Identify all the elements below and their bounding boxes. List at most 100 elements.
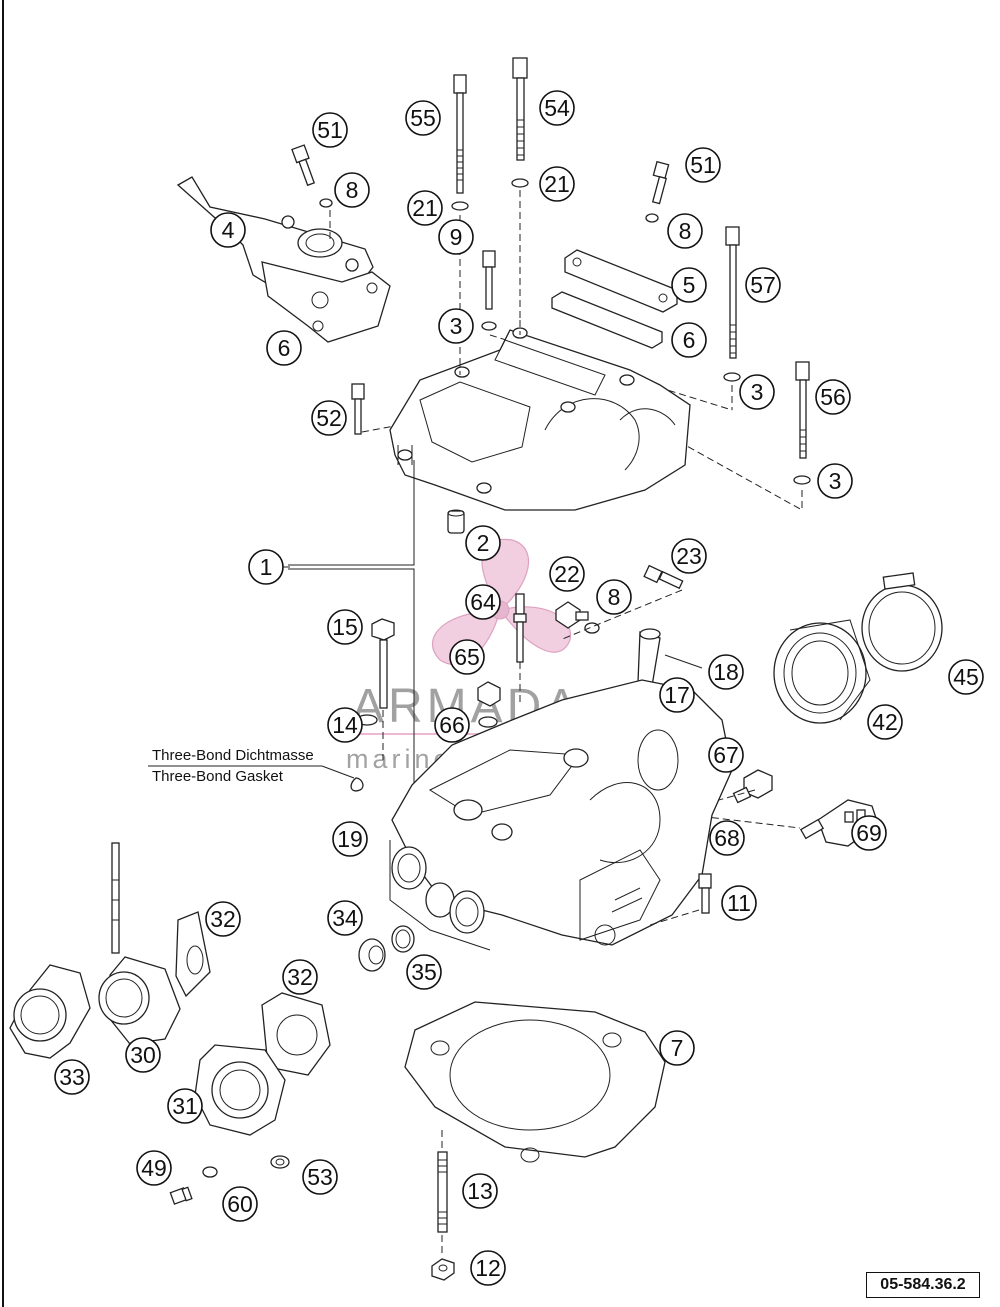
callout-49: 49 bbox=[136, 1150, 172, 1186]
callout-1: 1 bbox=[248, 549, 284, 585]
callout-51: 51 bbox=[312, 112, 348, 148]
callout-30: 30 bbox=[125, 1037, 161, 1073]
sleeve-2 bbox=[447, 509, 465, 534]
callout-number: 4 bbox=[222, 217, 235, 243]
callout-number: 6 bbox=[683, 327, 696, 353]
plug-67 bbox=[732, 769, 773, 804]
callout-13: 13 bbox=[462, 1173, 498, 1209]
callout-number: 22 bbox=[554, 561, 580, 587]
callout-number: 60 bbox=[227, 1191, 253, 1217]
callout-21: 21 bbox=[539, 166, 575, 202]
callout-60: 60 bbox=[222, 1186, 258, 1222]
valve-cover-5 bbox=[564, 249, 678, 313]
manifold-30 bbox=[98, 842, 181, 1045]
head-gasket-7 bbox=[404, 1001, 666, 1163]
callout-15: 15 bbox=[327, 609, 363, 645]
callout-number: 54 bbox=[544, 95, 570, 121]
callout-number: 52 bbox=[316, 405, 342, 431]
bolt-9 bbox=[482, 250, 496, 310]
camshaft-carrier bbox=[389, 327, 691, 511]
callout-number: 33 bbox=[59, 1064, 85, 1090]
callout-number: 34 bbox=[332, 905, 358, 931]
callout-6: 6 bbox=[671, 322, 707, 358]
cylinder-head bbox=[389, 679, 733, 951]
callout-35: 35 bbox=[406, 954, 442, 990]
callout-number: 5 bbox=[683, 272, 696, 298]
callout-number: 11 bbox=[727, 890, 751, 916]
callout-66: 66 bbox=[434, 707, 470, 743]
callout-69: 69 bbox=[851, 815, 887, 851]
callout-number: 31 bbox=[172, 1093, 198, 1119]
callout-number: 49 bbox=[141, 1155, 167, 1181]
callout-6: 6 bbox=[266, 330, 302, 366]
callout-number: 13 bbox=[467, 1178, 493, 1204]
callout-3: 3 bbox=[739, 374, 775, 410]
callout-number: 53 bbox=[307, 1164, 333, 1190]
callout-number: 8 bbox=[679, 218, 692, 244]
callout-number: 42 bbox=[872, 709, 898, 735]
callout-14: 14 bbox=[327, 707, 363, 743]
callout-number: 8 bbox=[608, 584, 621, 610]
callout-number: 14 bbox=[332, 712, 358, 738]
callout-32: 32 bbox=[205, 901, 241, 937]
callout-number: 68 bbox=[714, 825, 740, 851]
reference-code: 05-584.36.2 bbox=[866, 1272, 980, 1298]
callout-number: 19 bbox=[337, 826, 363, 852]
callout-number: 67 bbox=[713, 742, 739, 768]
fitting-23 bbox=[643, 564, 684, 590]
callout-number: 35 bbox=[411, 959, 437, 985]
nut-12 bbox=[431, 1258, 455, 1281]
gasket-6-left bbox=[261, 261, 391, 343]
callout-number: 55 bbox=[410, 105, 436, 131]
callout-53: 53 bbox=[302, 1159, 338, 1195]
callout-number: 65 bbox=[454, 644, 480, 670]
bolt-11 bbox=[698, 873, 712, 914]
annotation-de: Three-Bond Dichtmasse bbox=[152, 747, 314, 764]
callout-number: 3 bbox=[751, 379, 764, 405]
callout-64: 64 bbox=[465, 584, 501, 620]
callout-number: 64 bbox=[470, 589, 496, 615]
callout-number: 9 bbox=[450, 224, 463, 250]
bolt-51-right bbox=[651, 160, 670, 205]
callout-68: 68 bbox=[709, 820, 745, 856]
callout-67: 67 bbox=[708, 737, 744, 773]
callout-65: 65 bbox=[449, 639, 485, 675]
callout-number: 3 bbox=[829, 468, 842, 494]
callout-number: 1 bbox=[260, 554, 273, 580]
callout-number: 18 bbox=[713, 659, 739, 685]
callout-3: 3 bbox=[438, 308, 474, 344]
watermark-propeller-icon bbox=[431, 538, 571, 665]
callout-54: 54 bbox=[539, 90, 575, 126]
bolt-55 bbox=[453, 74, 467, 194]
callout-number: 17 bbox=[664, 682, 690, 708]
callout-2: 2 bbox=[465, 525, 501, 561]
callout-5: 5 bbox=[671, 267, 707, 303]
callout-3: 3 bbox=[817, 463, 853, 499]
callout-8: 8 bbox=[596, 579, 632, 615]
stud-13 bbox=[437, 1151, 448, 1233]
callout-number: 15 bbox=[332, 614, 358, 640]
callout-56: 56 bbox=[815, 379, 851, 415]
callout-number: 7 bbox=[671, 1035, 684, 1061]
sensor-18 bbox=[637, 628, 661, 687]
bolt-52 bbox=[351, 383, 365, 435]
plug-34 bbox=[358, 938, 386, 972]
callout-19: 19 bbox=[332, 821, 368, 857]
annotation-en: Three-Bond Gasket bbox=[152, 768, 284, 785]
screw-49 bbox=[169, 1186, 193, 1205]
plug-22 bbox=[555, 601, 589, 629]
callout-42: 42 bbox=[867, 704, 903, 740]
callout-number: 32 bbox=[210, 906, 236, 932]
manifold-33 bbox=[9, 964, 91, 1059]
clamp-45 bbox=[861, 572, 943, 672]
callout-34: 34 bbox=[327, 900, 363, 936]
callout-number: 32 bbox=[287, 964, 313, 990]
bolt-51-left bbox=[291, 144, 316, 187]
callout-57: 57 bbox=[745, 267, 781, 303]
callout-8: 8 bbox=[667, 213, 703, 249]
gasket-6-right bbox=[551, 291, 663, 349]
callout-8: 8 bbox=[334, 172, 370, 208]
bolt-57 bbox=[725, 226, 740, 359]
callout-21: 21 bbox=[407, 190, 443, 226]
